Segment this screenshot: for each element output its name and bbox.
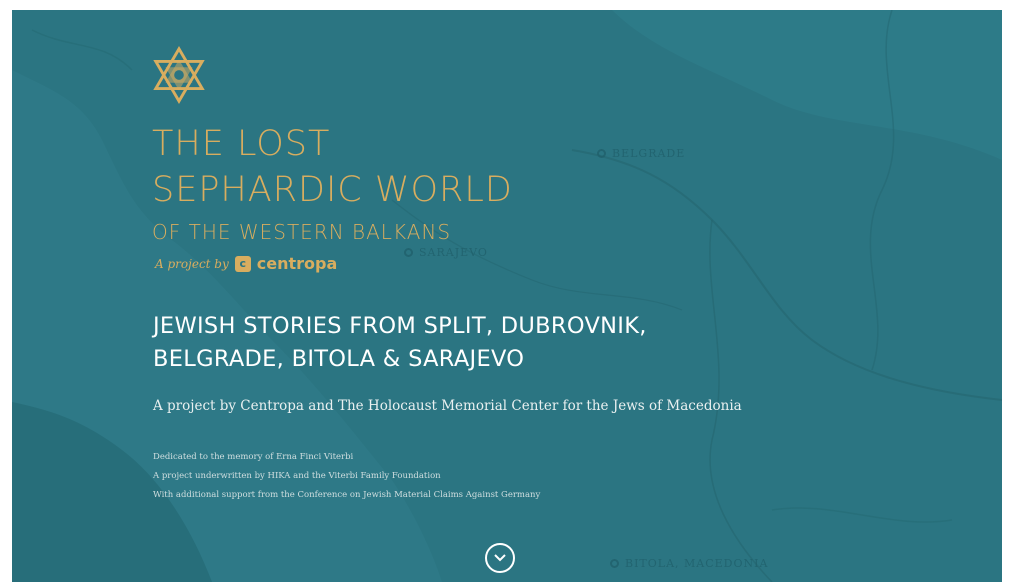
chevron-down-icon [494,554,506,562]
headline-line-1: JEWISH STORIES FROM SPLIT, DUBROVNIK, [153,313,647,339]
centropa-logo-icon[interactable]: c [234,255,251,272]
centropa-logo-text[interactable]: centropa [256,254,338,273]
title-line-2: Sephardic world [152,170,513,210]
headline: JEWISH STORIES FROM SPLIT, DUBROVNIK, BE… [153,310,647,376]
map-city-name: SARAJEVO [419,246,488,259]
credit-line: A project underwritten by HIKA and the V… [153,471,441,481]
title-line-1: The lost [152,124,331,164]
byline-prefix: A project by [155,256,229,271]
title-line-3: of the western Balkans [152,220,452,244]
map-pin-icon [597,149,606,158]
byline: A project by c centropa [155,254,337,273]
map-label-sarajevo[interactable]: SARAJEVO [404,246,488,259]
scroll-down-button[interactable] [485,543,515,573]
map-label-belgrade[interactable]: BELGRADE [597,147,685,160]
headline-line-2: BELGRADE, BITOLA & SARAJEVO [153,346,525,372]
map-city-name: BELGRADE [612,147,686,160]
map-pin-icon [610,559,619,568]
map-pin-icon [404,248,413,257]
star-of-david-icon [153,46,205,104]
map-city-name: BITOLA, MACEDONIA [625,557,769,570]
credit-line: Dedicated to the memory of Erna Finci Vi… [153,452,354,462]
hero-section: BELGRADE SARAJEVO BITOLA, MACEDONIA [12,10,1002,582]
credits: Dedicated to the memory of Erna Finci Vi… [153,448,540,505]
map-label-bitola[interactable]: BITOLA, MACEDONIA [610,557,768,570]
map-background [12,10,1002,582]
credit-line: With additional support from the Confere… [153,490,541,500]
project-subtitle: A project by Centropa and The Holocaust … [153,398,742,414]
